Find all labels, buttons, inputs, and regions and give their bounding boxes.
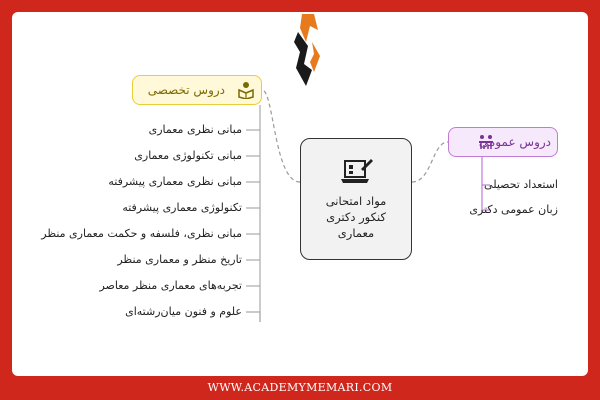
specialized-item: مبانی تکنولوژی معماری (134, 149, 242, 162)
website-footer: WWW.ACADEMYMEMARI.COM (207, 381, 393, 394)
general-courses-node: دروس عمومی (448, 127, 558, 157)
specialized-item: مبانی نظری معماری (148, 123, 242, 136)
classroom-icon (479, 135, 493, 149)
general-item: استعداد تحصیلی (484, 178, 558, 191)
general-label: دروس عمومی (478, 135, 551, 149)
specialized-item: مبانی نظری معماری پیشرفته (108, 175, 242, 188)
specialized-label: دروس تخصصی (147, 83, 225, 97)
specialized-item: تاریخ منظر و معماری منظر (117, 253, 242, 266)
connector-lines (246, 89, 490, 322)
specialized-item: علوم و فنون میان‌رشته‌ای (125, 305, 242, 318)
specialized-item: تجربه‌های معماری منظر معاصر (99, 279, 242, 292)
center-node: مواد امتحانی کنکور دکتری معماری (300, 138, 412, 260)
center-title: مواد امتحانی کنکور دکتری معماری (325, 194, 387, 240)
specialized-courses-node: دروس تخصصی (132, 75, 262, 105)
diagram-card: مواد امتحانی کنکور دکتری معماری دروس تخص… (12, 12, 588, 376)
book-reader-icon (238, 82, 254, 99)
exam-laptop-icon (341, 159, 373, 183)
specialized-item: مبانی نظری، فلسفه و حکمت معماری منظر (41, 227, 242, 240)
general-item: زبان عمومی دکتری (469, 203, 558, 216)
academy-logo-icon (294, 14, 320, 86)
specialized-item: تکنولوژی معماری پیشرفته (122, 201, 242, 214)
